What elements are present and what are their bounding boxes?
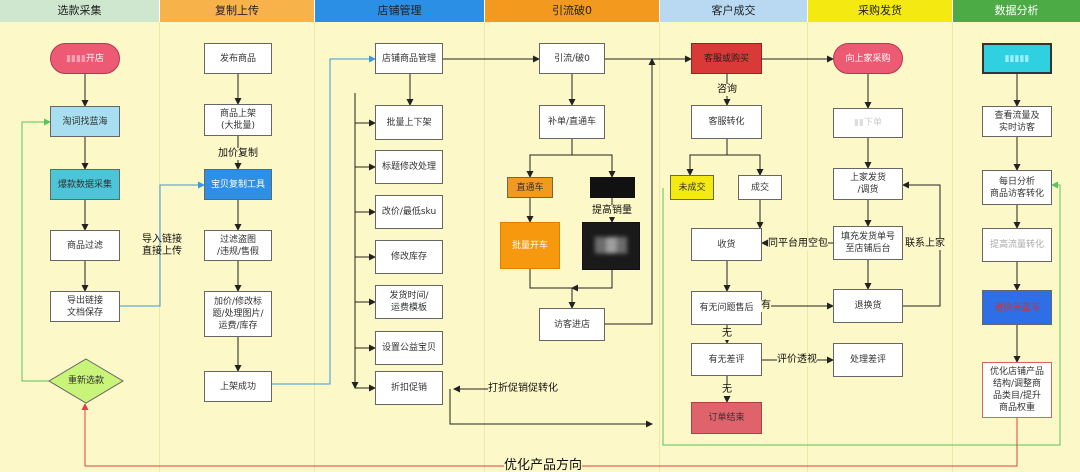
node-return-exchange: 退换货 (833, 289, 903, 323)
node-title-edit: 标题修改处理 (375, 150, 443, 184)
node-place-order-label: 下单 (863, 118, 882, 128)
edge-label-yes: 有 (761, 300, 771, 312)
lane-header-analysis: 数据分析 (953, 0, 1080, 22)
node-bulk-on-off: 批量上下架 (375, 105, 443, 140)
node-bulk-listing: 商品上架 (大批量) (204, 104, 272, 136)
lane-header-purchase: 采购发货 (808, 0, 953, 22)
node-copy-tool: 宝贝复制工具 (204, 169, 272, 200)
blur-mask: ▒▓▒ (594, 238, 628, 254)
node-through-train: 直通车 (507, 177, 553, 198)
lane-header-copy-upload: 复制上传 (160, 0, 315, 22)
edge-label-same-platform: 同平台用空包 (768, 238, 828, 250)
node-not-deal: 未成交 (670, 175, 714, 200)
node-daily-analysis: 每日分析 商品访客转化 (982, 170, 1052, 205)
node-discount-promo: 折扣促销 (375, 371, 443, 405)
node-traffic-break-zero: 引流/破0 (539, 43, 605, 74)
node-advanced-blue-ocean-label: 进阶去蓝海 (994, 302, 1040, 313)
lane-header-selection: 选款采集 (0, 0, 160, 22)
node-open-store-label: 开店 (85, 53, 104, 64)
blur-mask: ▮▮ (854, 118, 864, 128)
edge-label-consult: 咨询 (717, 84, 737, 96)
node-reselect: 重新选款 (67, 376, 104, 386)
blur-mask: ▮▮▮▮▮ (1004, 53, 1030, 64)
lane-header-store-manage: 店铺管理 (315, 0, 485, 22)
node-upstream-ship: 上家发货 /调货 (833, 168, 903, 200)
edge-label-discount-promo: 打折促销促转化 (488, 383, 558, 395)
edge-label-contact-upstream: 联系上家 (905, 238, 945, 250)
lane-header-traffic: 引流破0 (485, 0, 660, 22)
edge-label-optimize-direction: 优化产品方向 (503, 458, 583, 472)
node-after-sale: 有无问题售后 (691, 291, 762, 325)
node-edit-price: 加价/修改标 题/处理图片/ 运费/库存 (204, 291, 272, 337)
node-hot-data-collect: 爆款数据采集 (50, 169, 120, 200)
node-blurred-image: ▒▓▒ (582, 222, 640, 270)
node-store-product-manage: 店铺商品管理 (375, 43, 443, 74)
edge-label-none-2: 无 (722, 384, 732, 396)
edge-label-raise-sales: 提高销量 (592, 205, 632, 217)
node-edit-stock: 修改库存 (375, 240, 443, 274)
node-receive: 收货 (691, 228, 762, 261)
node-deal: 成交 (738, 175, 782, 200)
node-analysis-cyan: ▮▮▮▮▮ (982, 43, 1052, 74)
node-view-traffic: 查看流量及 实时访客 (982, 106, 1052, 137)
node-keyword-blue-ocean: 淘词找蓝海 (50, 106, 120, 137)
node-listing-success: 上架成功 (204, 371, 272, 402)
node-charity-item: 设置公益宝贝 (375, 331, 443, 365)
node-order-boost: 补单/直通车 (539, 105, 605, 139)
node-product-filter: 商品过滤 (50, 230, 120, 261)
node-fill-tracking: 填充发货单号 至店铺后台 (833, 226, 903, 260)
node-publish-product: 发布商品 (204, 43, 272, 74)
blur-mask: ▮▮▮▮ (66, 53, 86, 64)
node-handle-bad-review: 处理差评 (833, 343, 903, 377)
node-reselect-diamond (48, 358, 124, 404)
node-blurred-black (590, 177, 635, 198)
edge-label-add-price-copy: 加价复制 (218, 148, 258, 160)
edge-label-import-links: 导入链接 直接上传 (142, 234, 182, 257)
edge-label-none-1: 无 (722, 328, 732, 340)
edge-label-review-insight: 评价透视 (777, 354, 817, 366)
lane-header-customer: 客户成交 (660, 0, 808, 22)
node-export-links: 导出链接 文档保存 (50, 291, 120, 322)
node-cs-conversion: 客服转化 (691, 105, 762, 139)
node-ship-template: 发货时间/ 运费模板 (375, 285, 443, 319)
node-filter-stolen: 过滤盗图 /违规/售假 (204, 230, 272, 261)
node-optimize-structure: 优化店铺产品 结构/调整商 品类目/提升 商品权重 (982, 362, 1052, 418)
node-visitor-entry: 访客进店 (539, 308, 605, 341)
node-bad-review: 有无差评 (691, 343, 762, 376)
node-bulk-drive-label: 批量开车 (511, 240, 548, 251)
node-improve-conversion: 提高流量转化 (982, 228, 1052, 262)
node-place-order: ▮▮下单 (833, 108, 903, 138)
node-bulk-drive: 批量开车 (500, 222, 560, 269)
node-improve-conversion-label: 提高流量转化 (989, 240, 1044, 250)
node-purchase-upstream: 向上家采购 (833, 43, 903, 74)
node-order-end: 订单结束 (691, 402, 762, 434)
node-advanced-blue-ocean: 进阶去蓝海 (982, 290, 1052, 325)
node-price-sku: 改价/最低sku (375, 195, 443, 229)
node-consult-buy: 客服或购买 (691, 43, 762, 74)
node-open-store: ▮▮▮▮开店 (50, 43, 120, 74)
